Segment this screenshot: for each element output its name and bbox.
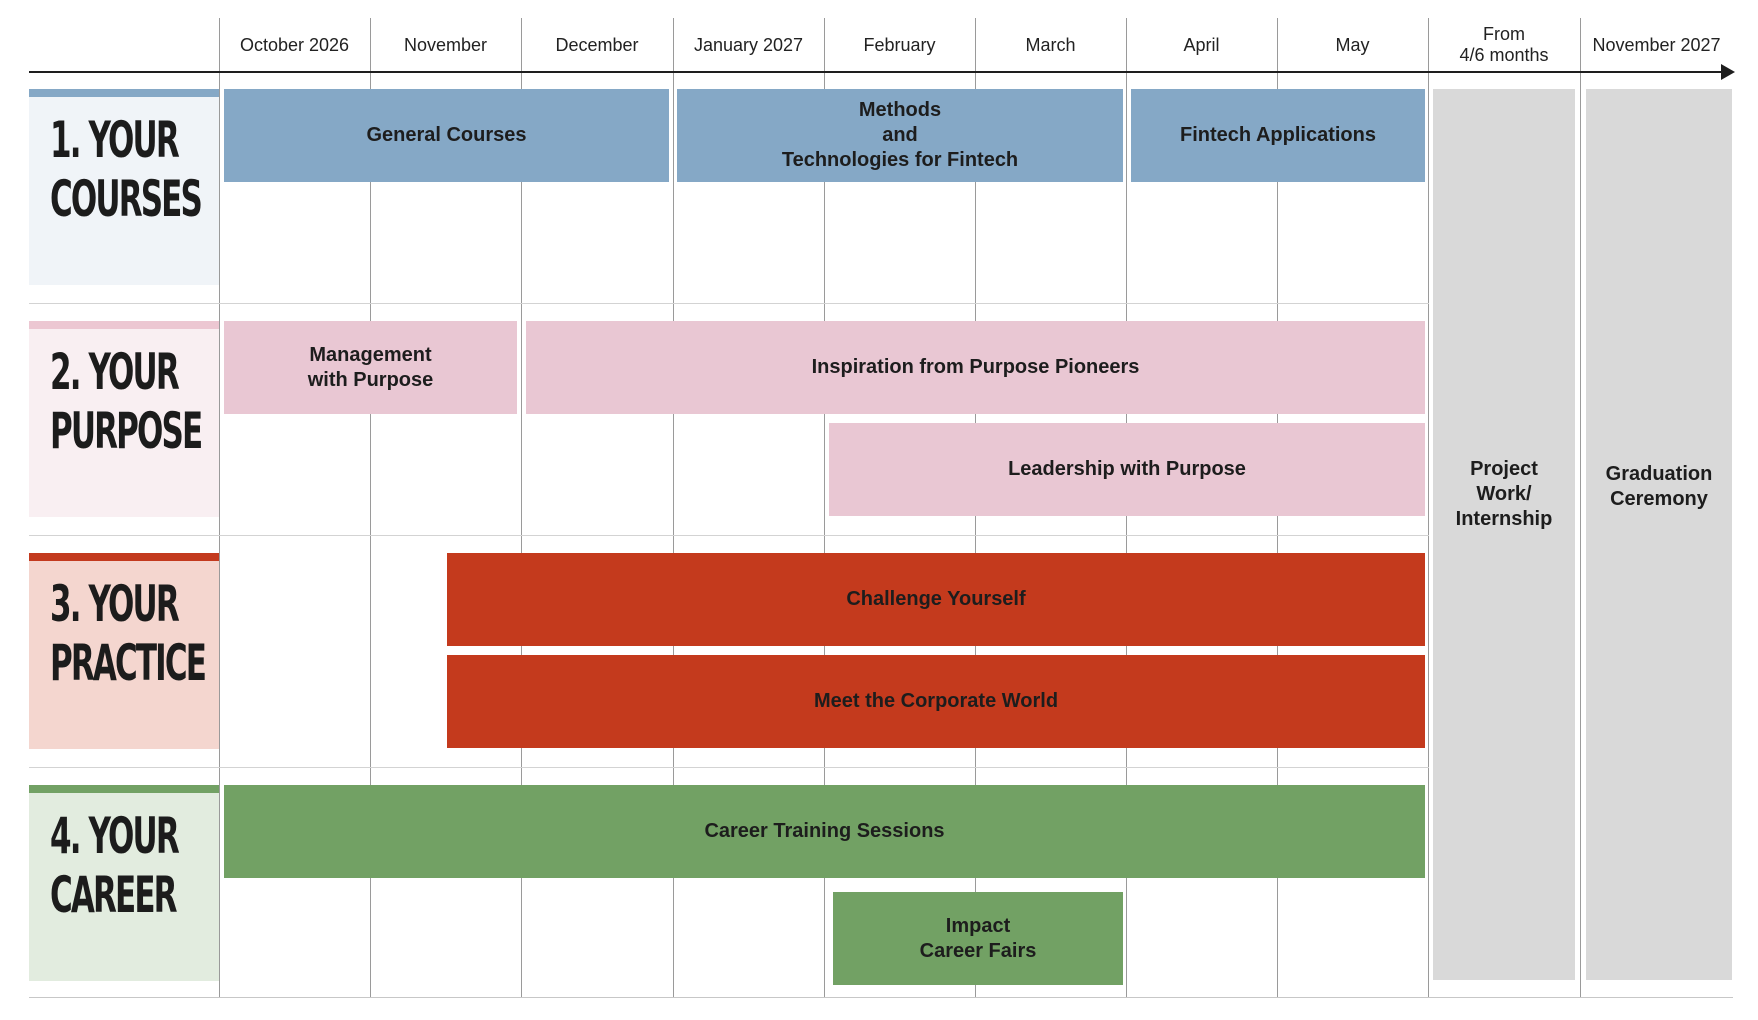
month-nov-2027: November 2027 <box>1592 34 1721 55</box>
section-divider <box>29 303 1429 304</box>
bar-challenge-yourself: Challenge Yourself <box>447 553 1425 646</box>
section-title: 1. YOUR COURSES <box>50 111 203 228</box>
bottom-rule <box>29 997 1733 998</box>
bar-meet-corporate-world: Meet the Corporate World <box>447 655 1425 748</box>
section-title: 2. YOUR PURPOSE <box>50 343 203 460</box>
month-oct-2026: October 2026 <box>239 34 350 55</box>
month-dec: December <box>555 34 639 55</box>
column-graduation-ceremony: Graduation Ceremony <box>1586 89 1732 980</box>
section-stripe <box>29 785 219 793</box>
section-divider <box>29 535 1429 536</box>
section-divider <box>29 767 1429 768</box>
section-stripe <box>29 321 219 329</box>
time-axis <box>29 71 1729 73</box>
month-may: May <box>1335 34 1370 55</box>
bar-impact-career-fairs: Impact Career Fairs <box>833 892 1123 985</box>
bar-leadership-with-purpose: Leadership with Purpose <box>829 423 1425 516</box>
bar-inspiration-purpose-pioneers: Inspiration from Purpose Pioneers <box>526 321 1425 414</box>
month-project-period: From 4/6 months <box>1459 24 1549 65</box>
grid-line <box>521 18 522 997</box>
arrow-right-icon <box>1721 64 1735 80</box>
grid-line <box>219 18 220 997</box>
grid-line <box>370 18 371 997</box>
bar-general-courses: General Courses <box>224 89 669 182</box>
section-stripe <box>29 553 219 561</box>
month-mar: March <box>1025 34 1076 55</box>
grid-line <box>673 18 674 997</box>
month-feb: February <box>863 34 936 55</box>
column-project-work-internship: Project Work/ Internship <box>1433 89 1575 980</box>
section-stripe <box>29 89 219 97</box>
section-courses: 1. YOUR COURSES <box>29 89 219 285</box>
grid-line <box>1580 18 1581 997</box>
month-apr: April <box>1183 34 1220 55</box>
grid-line <box>824 18 825 997</box>
month-nov: November <box>403 34 488 55</box>
bar-fintech-applications: Fintech Applications <box>1131 89 1425 182</box>
month-jan-2027: January 2027 <box>693 34 804 55</box>
section-title: 3. YOUR PRACTICE <box>50 575 207 692</box>
section-career: 4. YOUR CAREER <box>29 785 219 981</box>
bar-methods-technologies-fintech: Methods and Technologies for Fintech <box>677 89 1123 182</box>
section-practice: 3. YOUR PRACTICE <box>29 553 219 749</box>
grid-line <box>1428 18 1429 997</box>
bar-career-training-sessions: Career Training Sessions <box>224 785 1425 878</box>
bar-management-with-purpose: Management with Purpose <box>224 321 517 414</box>
section-title: 4. YOUR CAREER <box>50 807 180 924</box>
section-purpose: 2. YOUR PURPOSE <box>29 321 219 517</box>
